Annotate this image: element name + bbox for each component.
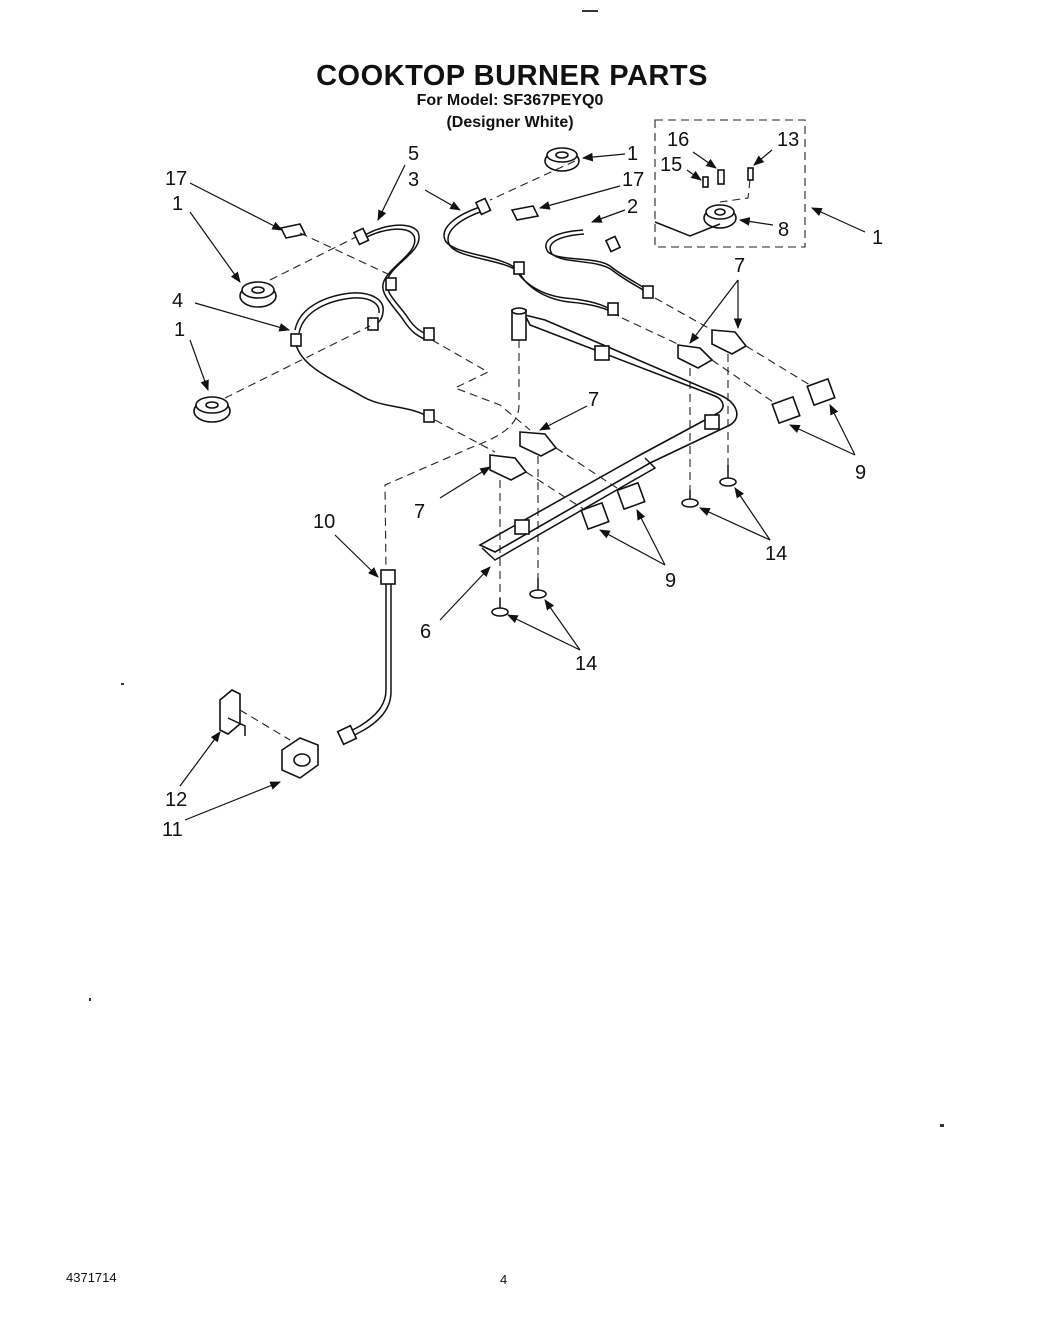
callout-2: 2 — [627, 196, 638, 218]
screw-16 — [717, 169, 725, 185]
callout-9: 9 — [665, 570, 676, 592]
callout-11: 11 — [162, 819, 183, 841]
manifold-6 — [478, 307, 738, 561]
page-number: 4 — [500, 1272, 508, 1287]
callout-10: 10 — [313, 511, 335, 533]
callout-12: 12 — [165, 789, 187, 811]
tube-4-lower — [294, 339, 426, 416]
supply-tube-10 — [344, 580, 387, 735]
screws-14 — [491, 465, 737, 617]
scan-mark — [89, 998, 91, 1001]
bracket-left — [279, 223, 307, 239]
callout-17: 17 — [165, 168, 187, 190]
callout-14: 14 — [575, 653, 597, 675]
callout-15: 15 — [660, 154, 682, 176]
burner-assembly-box — [654, 119, 806, 248]
fittings — [290, 197, 654, 423]
color-line: (Designer White) — [446, 114, 574, 131]
clip-9-b — [771, 395, 801, 425]
callout-1: 1 — [627, 143, 638, 165]
assembly-lines — [224, 160, 811, 741]
callout-17: 17 — [622, 169, 644, 191]
callout-9: 9 — [855, 462, 866, 484]
supply-tube-10-outline — [348, 580, 392, 739]
callout-7: 7 — [588, 389, 599, 411]
screw-15 — [702, 176, 709, 188]
callout-7: 7 — [734, 255, 745, 277]
burner-right-assembly — [703, 204, 737, 229]
bracket-12 — [219, 689, 246, 736]
orifice-7-a — [677, 344, 714, 369]
orifice-7-b — [711, 329, 748, 355]
scan-mark — [940, 1124, 944, 1127]
callout-4: 4 — [172, 290, 183, 312]
orifice-7-d — [489, 454, 528, 481]
tube-2-outline — [549, 233, 653, 297]
burner-top-center — [544, 147, 580, 172]
page-title: COOKTOP BURNER PARTS — [316, 60, 708, 92]
model-line: For Model: SF367PEYQ0 — [416, 92, 604, 109]
clip-9-d — [580, 501, 610, 531]
orifice-7-c — [519, 431, 558, 457]
clip-9-c — [616, 481, 646, 511]
clip-9-a — [806, 377, 836, 407]
callout-3: 3 — [408, 169, 419, 191]
callout-14: 14 — [765, 543, 787, 565]
supply-fitting — [380, 569, 396, 585]
electrode-13 — [719, 167, 754, 203]
callout-1: 1 — [872, 227, 883, 249]
tube-5-outline — [359, 228, 427, 341]
tube-2 — [545, 229, 651, 293]
callout-16: 16 — [667, 129, 689, 151]
burner-left-lower — [193, 396, 231, 423]
burner-left-upper — [239, 281, 277, 308]
scan-mark — [582, 10, 598, 12]
callout-13: 13 — [777, 129, 799, 151]
callout-1: 1 — [174, 319, 185, 341]
regulator-11 — [281, 737, 319, 779]
bracket-center — [510, 205, 540, 221]
document-number: 4371714 — [66, 1270, 117, 1285]
regulator-fitting — [336, 724, 358, 746]
leader-arrows — [179, 149, 866, 821]
callout-6: 6 — [420, 621, 431, 643]
callout-5: 5 — [408, 143, 419, 165]
callout-1: 1 — [172, 193, 183, 215]
callout-7: 7 — [414, 501, 425, 523]
callout-8: 8 — [778, 219, 789, 241]
tube-4-outline — [298, 297, 380, 334]
scan-mark — [121, 683, 124, 685]
tube-3 — [443, 205, 616, 313]
